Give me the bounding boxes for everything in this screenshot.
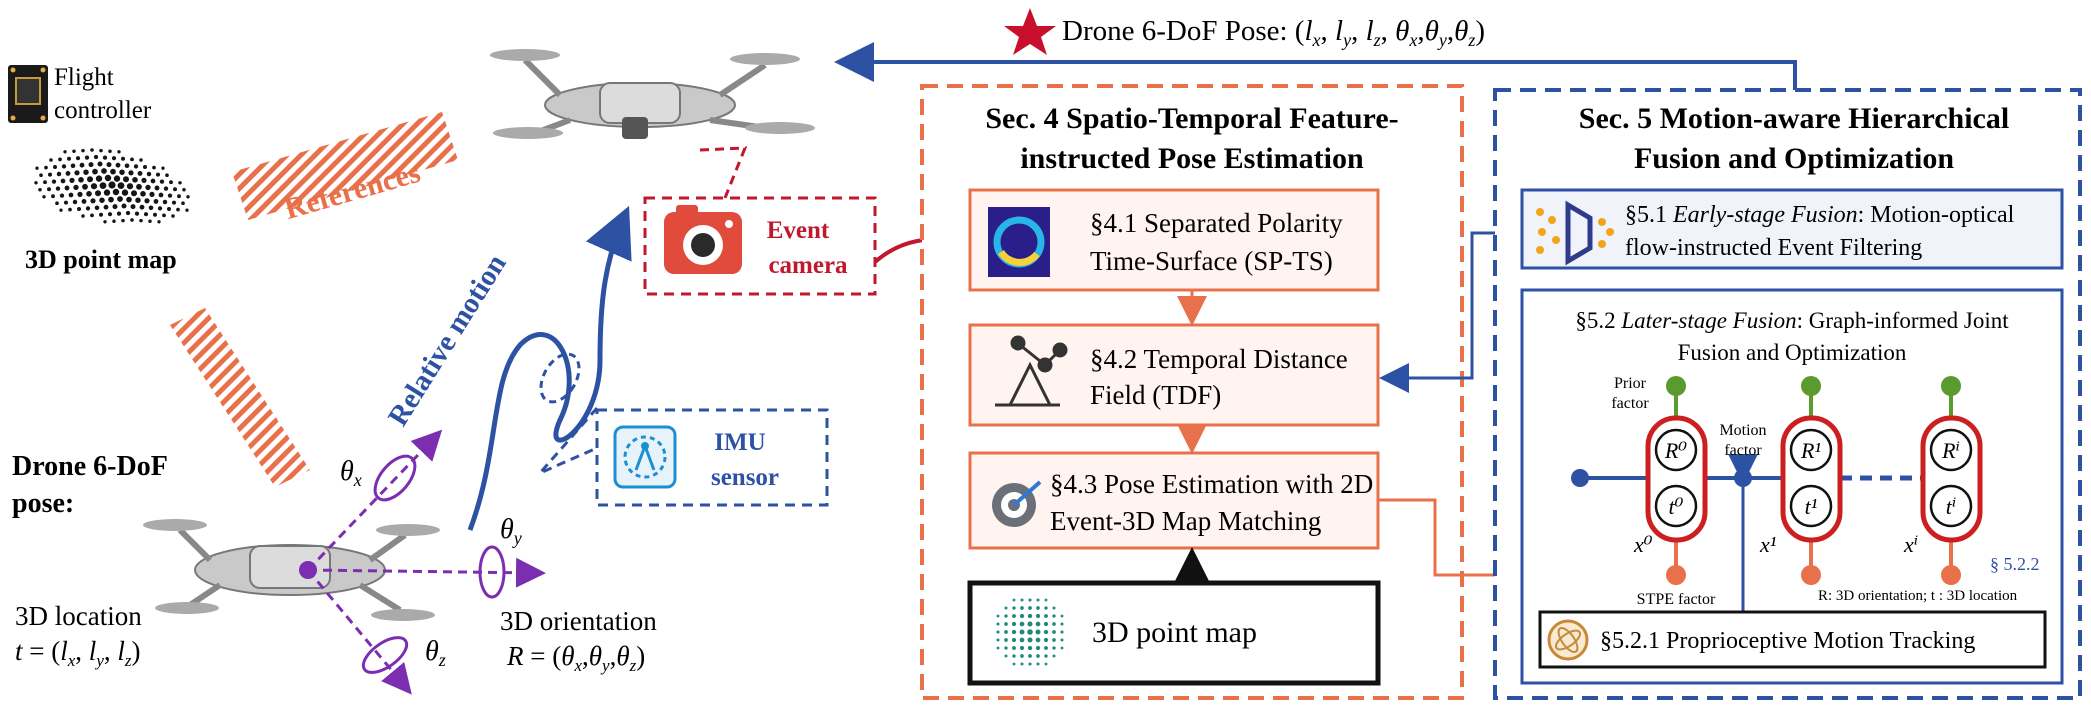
- event-camera-callout: Event camera: [643, 146, 877, 296]
- imu-label-2: sensor: [711, 464, 779, 491]
- drone-pose-label-2: pose:: [12, 488, 74, 519]
- sec4-1-line1: §4.1 Separated Polarity: [1090, 208, 1343, 238]
- node1-t: t¹: [1805, 494, 1818, 519]
- sec4-2-line1: §4.2 Temporal Distance: [1090, 344, 1348, 374]
- pose-axes: [299, 429, 546, 695]
- location-label: 3D location: [15, 601, 142, 631]
- sec4-panel: Sec. 4 Spatio-Temporal Feature- instruct…: [920, 84, 1464, 700]
- pose-feedback-arrow: [834, 42, 1797, 90]
- motion-factor-label-1: Motion: [1719, 422, 1766, 439]
- gyroscope-icon: [1547, 619, 1589, 661]
- nodei-R: Rⁱ: [1941, 438, 1960, 463]
- drone-top-icon: [490, 49, 815, 139]
- sec4-2-line2: Field (TDF): [1090, 380, 1221, 410]
- theta-z-label: θz: [425, 636, 446, 670]
- x0-label: x⁰: [1633, 532, 1653, 557]
- point-cloud-icon: [996, 598, 1064, 666]
- point-map-icon: [34, 148, 190, 224]
- star-icon: [1004, 8, 1056, 55]
- sec5-1-line2: flow-instructed Event Filtering: [1625, 235, 1922, 261]
- motion-factor-label-2: factor: [1724, 442, 1762, 459]
- sec5-panel: Sec. 5 Motion-aware Hierarchical Fusion …: [1493, 88, 2082, 700]
- sec4-3-line2: Event-3D Map Matching: [1050, 506, 1321, 536]
- time-surface-icon: [988, 207, 1050, 277]
- xi-label: xⁱ: [1903, 532, 1918, 557]
- sec4-1-line2: Time-Surface (SP-TS): [1090, 246, 1333, 276]
- relative-motion-curve: [467, 205, 632, 531]
- flight-controller-label-2: controller: [54, 97, 152, 124]
- theta-y-label: θy: [500, 514, 522, 548]
- distance-field-icon: [995, 335, 1068, 407]
- point-map-label: 3D point map: [25, 245, 177, 274]
- sec5-2-line2: Fusion and Optimization: [1678, 340, 1907, 365]
- flight-controller-icon: [8, 65, 48, 123]
- references-band: References: [232, 112, 458, 226]
- sec5-title-1: Sec. 5 Motion-aware Hierarchical: [1579, 102, 2009, 135]
- imu-icon: [613, 425, 677, 489]
- flight-controller-label-1: Flight: [54, 64, 114, 91]
- relative-motion-label: Relative motion: [382, 249, 513, 432]
- prior-factor-label-2: factor: [1611, 395, 1649, 412]
- event-camera-label-1: Event: [767, 217, 830, 244]
- location-formula: t = (lx, ly, lz): [15, 636, 141, 670]
- nodei-t: tⁱ: [1946, 494, 1957, 519]
- lower-hatch: [170, 308, 310, 487]
- node1-R: R¹: [1800, 438, 1821, 463]
- theta-x-label: θx: [340, 456, 362, 490]
- legend-text: R: 3D orientation; t : 3D location: [1818, 588, 2018, 604]
- sec4-point-map-label: 3D point map: [1092, 616, 1257, 649]
- stpe-factor-label: STPE factor: [1637, 591, 1716, 608]
- node0-t: t⁰: [1669, 494, 1684, 519]
- imu-sensor-callout: IMU sensor: [538, 407, 829, 507]
- orientation-label: 3D orientation: [500, 606, 657, 636]
- filter-icon: [1536, 200, 1614, 266]
- ref-552-label: § 5.2.2: [1990, 554, 2040, 574]
- event-camera-label-2: camera: [768, 252, 848, 279]
- orientation-formula: R = (θx,θy,θz): [506, 641, 645, 675]
- imu-label-1: IMU: [714, 429, 765, 456]
- sec5-2-line1: §5.2 Later-stage Fusion: Graph-informed …: [1575, 308, 2009, 333]
- sec5-title-2: Fusion and Optimization: [1634, 142, 1954, 175]
- sec4-3-box: [968, 451, 1380, 550]
- sec5-2-1-label: §5.2.1 Proprioceptive Motion Tracking: [1600, 628, 1975, 654]
- drone-bottom-icon: [143, 519, 440, 621]
- sec5-2-1-box: [1538, 610, 2047, 669]
- sec4-2-box: [968, 323, 1380, 427]
- sec4-3-line1: §4.3 Pose Estimation with 2D: [1050, 469, 1373, 499]
- factor-graph: R⁰ t⁰ R¹ t¹ Rⁱ tⁱ Prior factor Motion fa…: [1571, 375, 2040, 612]
- camera-icon: [664, 205, 742, 274]
- x1-label: x¹: [1759, 532, 1776, 557]
- drone-pose-title: Drone 6-DoF Pose: (lx, ly, lz, θx,θy,θz): [1062, 15, 1485, 50]
- sec5-1-line1: §5.1 Early-stage Fusion: Motion-optical: [1625, 202, 2015, 228]
- drone-pose-label-1: Drone 6-DoF: [12, 451, 168, 482]
- prior-factor-label-1: Prior: [1614, 375, 1647, 392]
- sec4-title-2: instructed Pose Estimation: [1020, 142, 1364, 175]
- node0-R: R⁰: [1664, 438, 1687, 463]
- sec4-title-1: Sec. 4 Spatio-Temporal Feature-: [985, 102, 1398, 135]
- target-icon: [992, 480, 1042, 527]
